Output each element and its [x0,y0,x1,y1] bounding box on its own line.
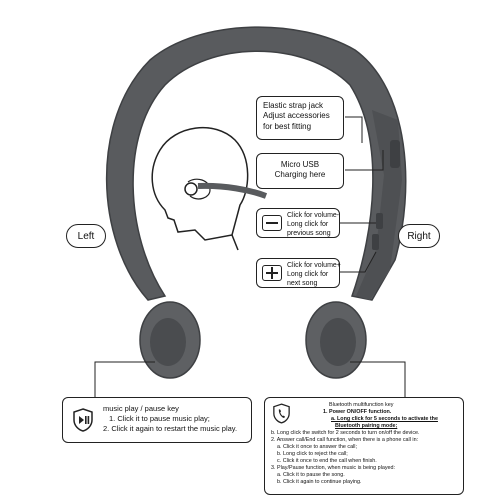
bt-key-line-9: 3. Play/Pause function, when music is be… [271,465,396,472]
callout-strap-line-1: Elastic strap jack [263,101,324,110]
bt-key-line-10: a. Click it to pause the song. [277,472,345,479]
music-key-line-1: 1. Click it to pause music play; [109,414,210,424]
play-pause-icon [73,408,93,432]
bt-key-line-8: c. Click it once to end the call when fi… [277,458,377,465]
callout-plus-line-2: Long click for [287,270,329,278]
phone-icon [273,403,290,424]
label-right-text: Right [407,230,431,242]
callout-strap: Elastic strap jack Adjust accessories fo… [256,96,344,140]
music-key-line-2: 2. Click it again to restart the music p… [103,424,238,434]
callout-strap-line-2: Adjust accessories [263,111,330,121]
bt-key-line-4: b. Long click the switch for 2 seconds t… [271,430,420,437]
label-right: Right [398,224,440,248]
bt-key-title: Bluetooth multifunction key [329,402,394,408]
callout-minus-line-1: Click for volume- [287,212,340,219]
music-key-panel: music play / pause key 1. Click it to pa… [62,397,252,443]
music-key-title: music play / pause key [103,404,179,413]
bt-key-line-3: Bluetooth pairing mode; [335,423,398,430]
usb-port [390,140,400,168]
volume-minus-button [376,213,383,229]
bluetooth-key-panel: Bluetooth multifunction key 1. Power ON/… [264,397,464,495]
callout-plus-line-1: Click for volume+ [287,262,341,269]
bt-key-line-2: a. Long click for 5 seconds to activate … [331,416,438,423]
callout-minus-line-3: previous song [287,229,331,237]
callout-usb-line-1: Micro USB [280,160,320,169]
volume-plus-button [372,234,379,250]
bt-key-line-5: 2. Answer call/End call function, when t… [271,437,419,444]
label-left-text: Left [77,230,95,242]
plus-icon [262,265,282,281]
bt-key-line-7: b. Long click to reject the call; [277,451,348,458]
head-profile [151,126,249,251]
callout-volume-plus: Click for volume+ Long click for next so… [256,258,341,288]
callout-strap-line-3: for best fitting [263,121,312,131]
bt-key-line-1: 1. Power ON/OFF function. [323,409,392,416]
callout-minus-line-2: Long click for [287,220,329,228]
callout-usb-line-2: Charging here [274,170,326,180]
callout-plus-line-3: next song [287,279,318,287]
label-left: Left [66,224,106,248]
bt-key-line-6: a. Click it once to answer the call; [277,444,357,451]
callout-volume-minus: Click for volume- Long click for previou… [256,208,340,238]
minus-icon [262,215,282,231]
bt-key-line-11: b. Click it again to continue playing. [277,479,362,486]
callout-usb: Micro USB Charging here [256,153,344,189]
